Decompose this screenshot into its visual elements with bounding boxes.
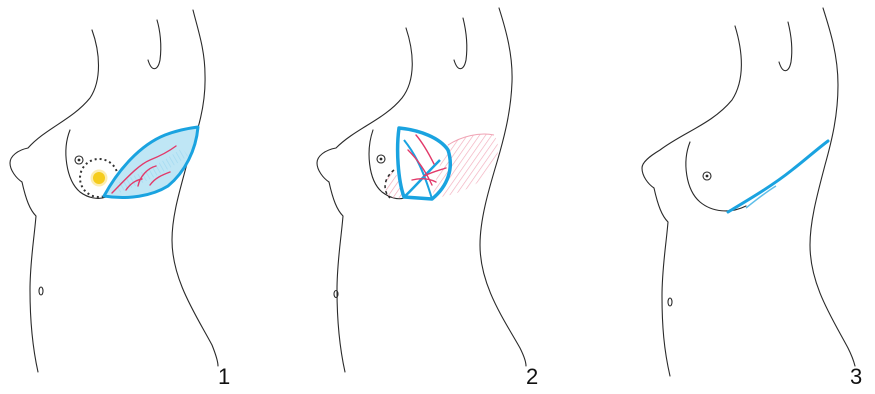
arm-contour <box>148 20 161 69</box>
body-front-contour <box>10 30 99 372</box>
body-back-contour <box>172 10 218 366</box>
body-front-contour <box>317 28 412 372</box>
navel <box>39 287 43 295</box>
breast-contour <box>686 142 746 211</box>
scar-line <box>728 141 828 212</box>
navel <box>668 298 672 306</box>
panel-number-2: 2 <box>526 366 538 388</box>
body-back-contour <box>810 8 855 366</box>
panel-3 <box>642 8 855 376</box>
panel-number-1: 1 <box>218 366 230 388</box>
panel-1 <box>10 10 218 372</box>
body-front-contour <box>642 26 741 376</box>
arm-contour <box>779 22 792 71</box>
panel-number-3: 3 <box>850 366 862 388</box>
breast-contour <box>66 130 106 198</box>
body-back-contour <box>480 8 526 366</box>
panel-2 <box>317 8 526 372</box>
arm-contour <box>454 18 467 69</box>
